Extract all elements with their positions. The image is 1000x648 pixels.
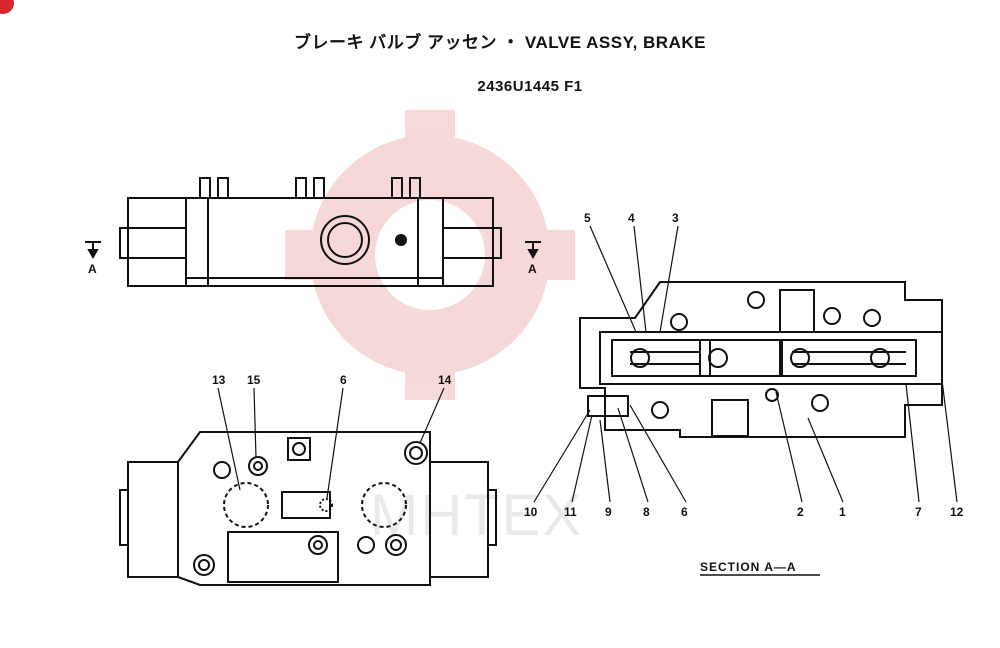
corner-badge xyxy=(0,0,14,14)
callout-2: 2 xyxy=(797,505,804,519)
part-number: 2436U1445 F1 xyxy=(477,78,583,95)
callout-4: 4 xyxy=(628,211,635,225)
section-mark-left: A xyxy=(88,262,97,276)
callout-10: 10 xyxy=(524,505,538,519)
top-view xyxy=(119,177,502,287)
callout-5: 5 xyxy=(584,211,591,225)
section-caption: SECTION A—A xyxy=(700,560,797,574)
section-view xyxy=(579,281,943,438)
front-view xyxy=(119,431,497,586)
drawing-title: ブレーキ バルブ アッセン ・ VALVE ASSY, BRAKE xyxy=(294,33,706,52)
callout-3: 3 xyxy=(672,211,679,225)
callout-9: 9 xyxy=(605,505,612,519)
callout-15: 15 xyxy=(247,373,261,387)
callout-12: 12 xyxy=(950,505,964,519)
leader-lines xyxy=(217,225,958,503)
callout-11: 11 xyxy=(564,505,577,519)
section-mark-right: A xyxy=(528,262,537,276)
callout-14: 14 xyxy=(438,373,452,387)
callout-6-front: 6 xyxy=(340,373,347,387)
callout-7: 7 xyxy=(915,505,922,519)
callout-8: 8 xyxy=(643,505,650,519)
callout-13: 13 xyxy=(212,373,226,387)
watermark-text: MHTEX xyxy=(370,483,583,548)
callout-1: 1 xyxy=(839,505,846,519)
callout-6-section: 6 xyxy=(681,505,688,519)
watermark-gear-icon xyxy=(285,110,575,400)
section-arrow-left-icon xyxy=(85,241,101,260)
section-arrow-right-icon xyxy=(525,241,541,260)
